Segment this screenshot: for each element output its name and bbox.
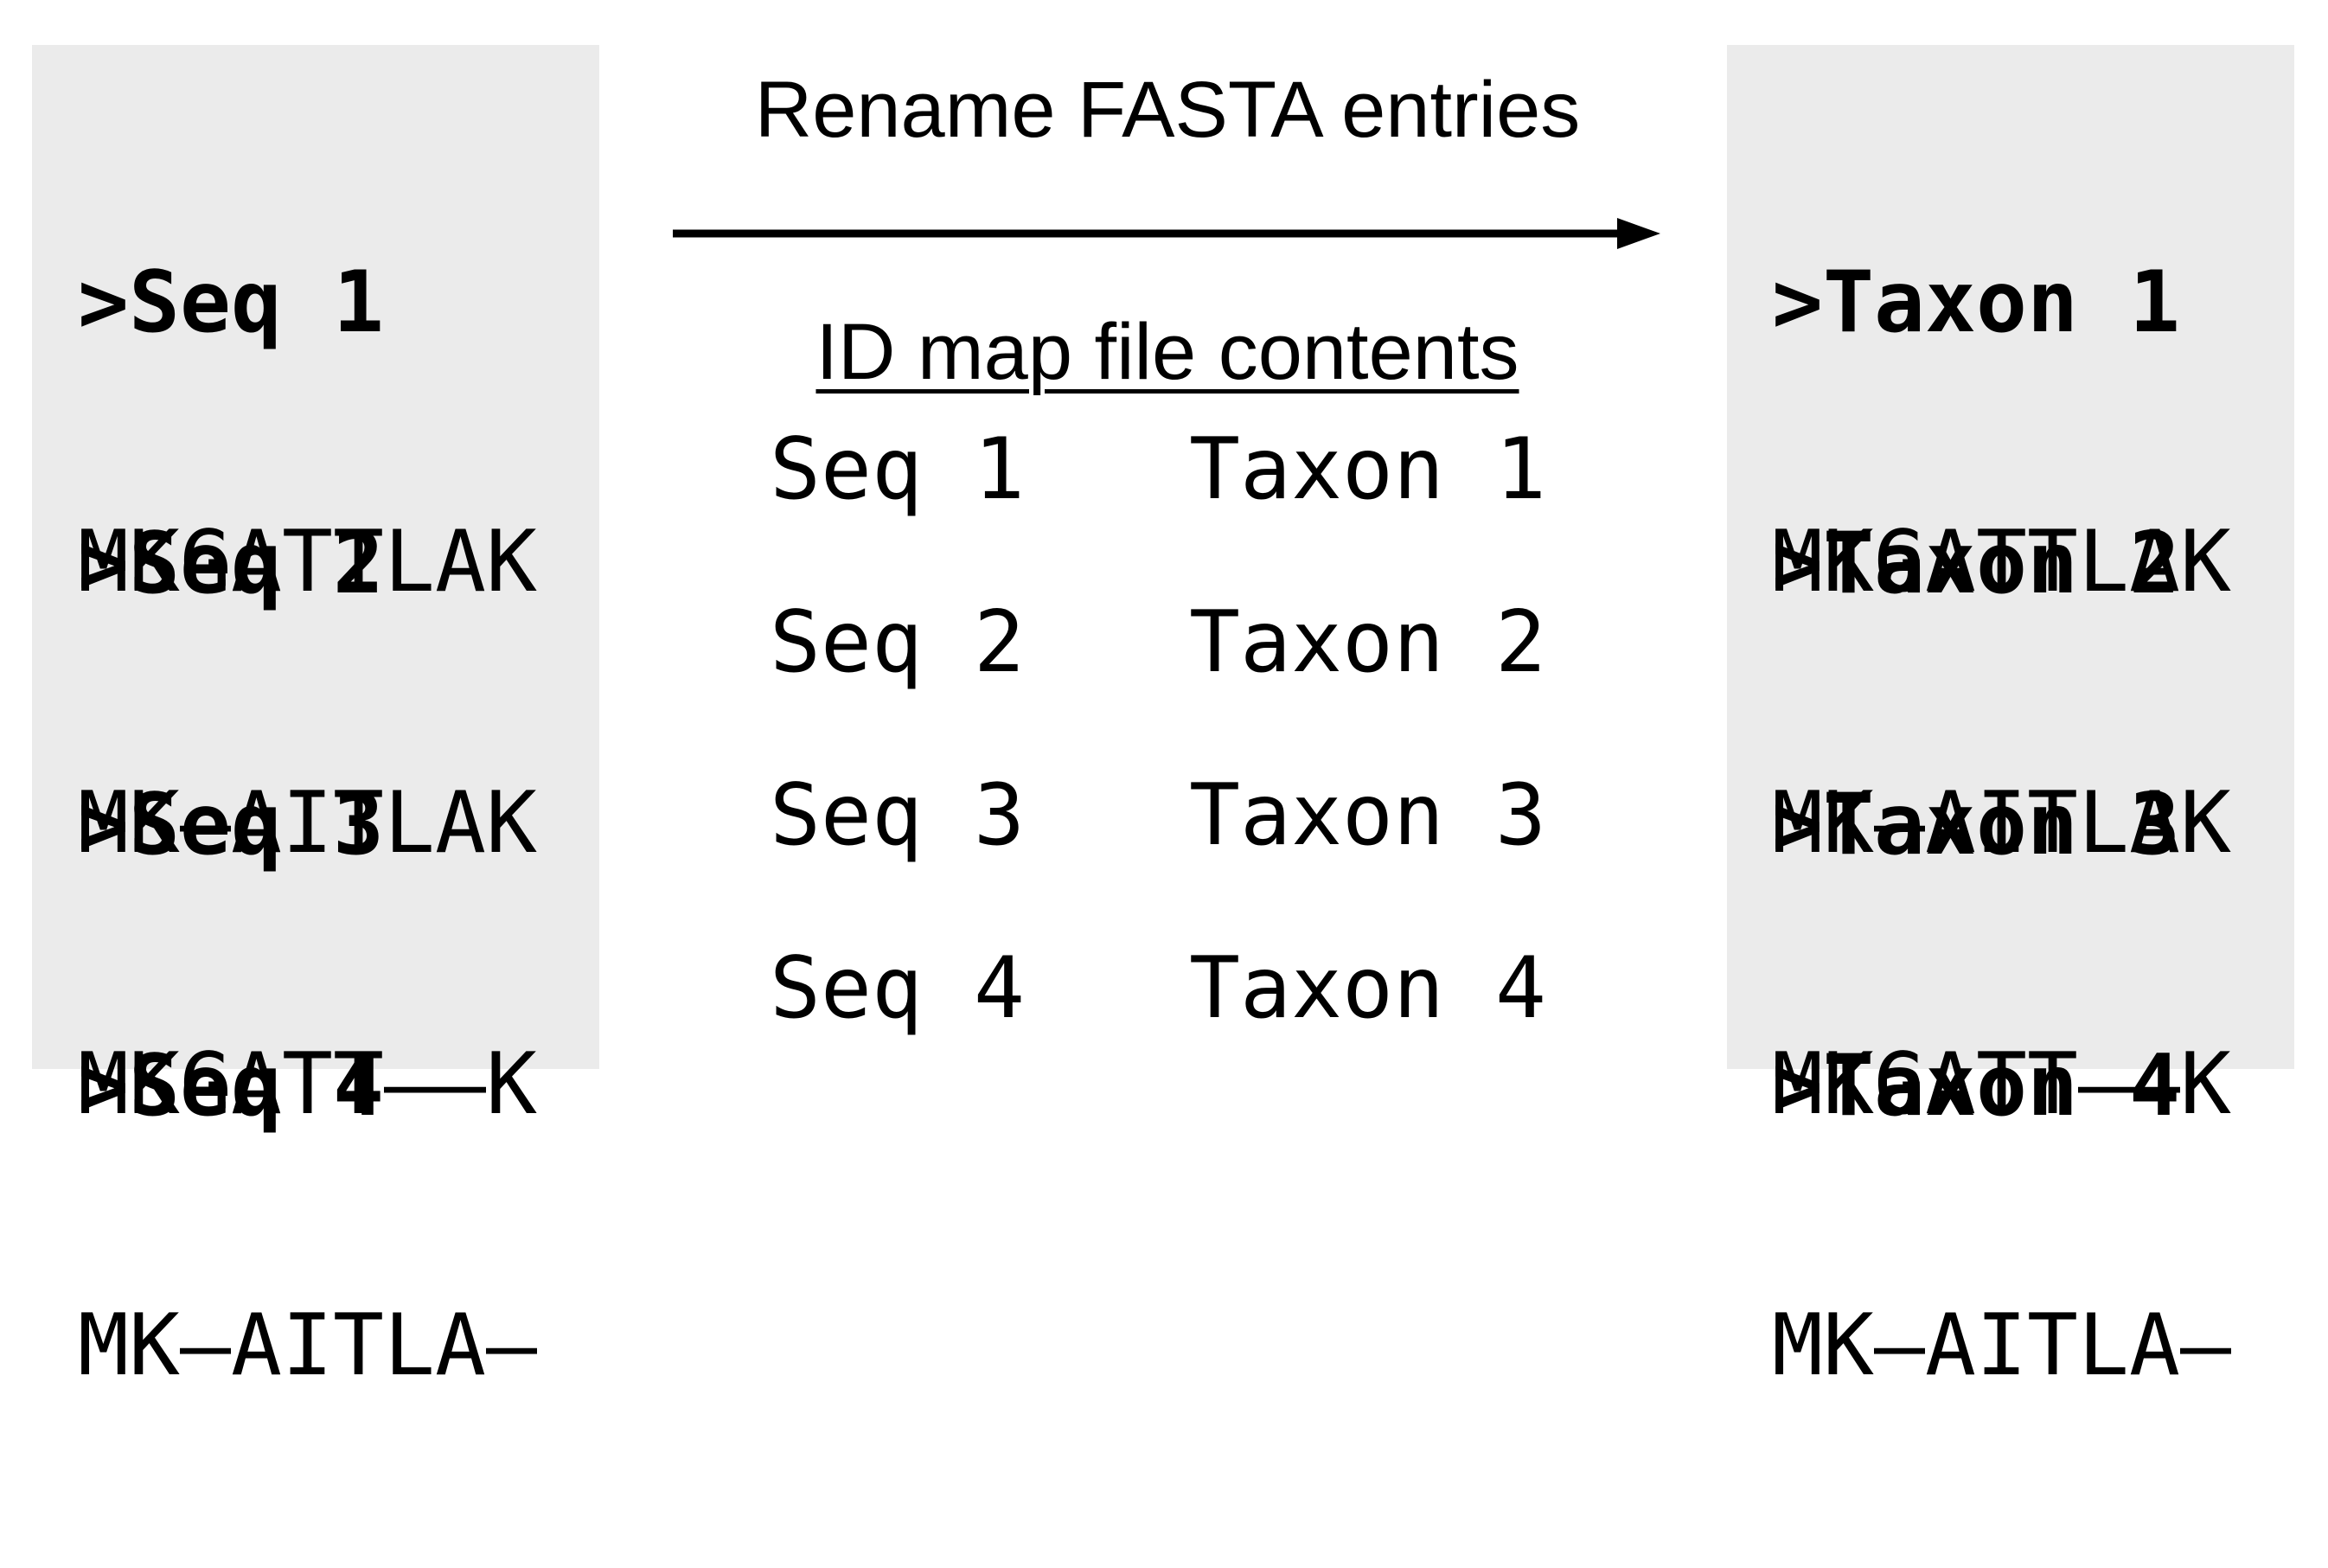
output-entry-sequence: MK–AITLA– [1772, 1296, 2232, 1395]
input-fasta-panel: >Seq 1 MKGATTLAK >Seq 2 MK–AITLAK >Seq 3… [32, 45, 599, 1389]
input-entry: >Seq 2 MK–AITLAK [78, 348, 537, 1040]
input-entry-sequence: MK–AITLA– [78, 1296, 538, 1395]
input-entry-header: >Seq 4 [78, 1037, 385, 1136]
output-entry: >Taxon 4 MK–AITLA– [1772, 870, 2231, 1562]
id-map-target: Taxon 4 [1189, 939, 1547, 1038]
input-entry: >Seq 1 MKGATTLAK [78, 86, 537, 778]
output-entry-sequence: MKGATTLAK [1772, 513, 2232, 611]
id-map-source: Seq 4 [770, 939, 1026, 1038]
input-entry-header: >Seq 3 [78, 776, 385, 874]
id-map-target: Taxon 2 [1189, 593, 1547, 692]
arrow-head [1617, 218, 1660, 249]
output-entry: >Taxon 1 MKGATTLAK [1772, 86, 2231, 778]
output-entry-header: >Taxon 3 [1772, 776, 2181, 874]
output-fasta-panel: >Taxon 1 MKGATTLAK >Taxon 2 MK–AITLAK >T… [1727, 45, 2294, 1389]
id-map-source: Seq 3 [770, 766, 1026, 865]
output-entry: >Taxon 2 MK–AITLAK [1772, 348, 2231, 1040]
id-map-source: Seq 1 [770, 420, 1026, 519]
input-entry-header: >Seq 1 [78, 253, 385, 352]
diagram-title: Rename FASTA entries [754, 66, 1581, 154]
input-entry: >Seq 4 MK–AITLA– [78, 870, 537, 1562]
right-arrow-icon [673, 218, 1660, 249]
id-map-target: Taxon 3 [1189, 766, 1547, 865]
input-entry-header: >Seq 2 [78, 515, 385, 613]
output-entry-header: >Taxon 4 [1772, 1037, 2181, 1136]
output-entry-sequence: MK–AITLAK [1772, 774, 2232, 873]
id-map-source: Seq 2 [770, 593, 1026, 692]
id-map-heading-text: ID map file contents [815, 308, 1519, 396]
output-entry-header: >Taxon 2 [1772, 515, 2181, 613]
output-entry-header: >Taxon 1 [1772, 253, 2181, 352]
input-entry-sequence: MK–AITLAK [78, 774, 538, 873]
id-map-target: Taxon 1 [1189, 420, 1547, 519]
id-map-heading: ID map file contents [605, 304, 1730, 400]
input-entry-sequence: MKGATTLAK [78, 513, 538, 611]
